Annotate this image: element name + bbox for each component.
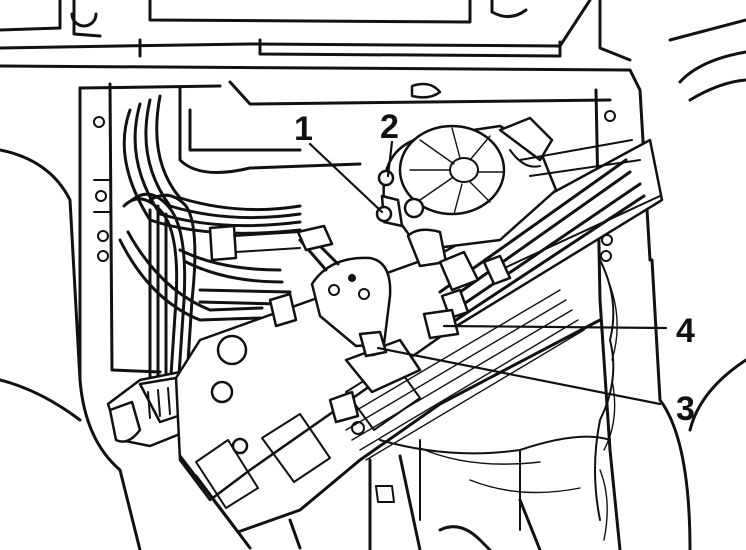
- fabric-lining: [379, 259, 618, 541]
- leader-1: [308, 142, 384, 214]
- control-cables: [438, 139, 661, 322]
- left-frame: [0, 82, 222, 550]
- callout-3-label: 3: [676, 390, 695, 428]
- leader-3: [376, 346, 662, 406]
- callout-labels: 1 2 3 4: [294, 108, 695, 428]
- fasteners: [358, 169, 460, 358]
- leader-lines: [308, 140, 668, 406]
- bottom-fixtures: [288, 454, 542, 550]
- fastener-2: [377, 169, 395, 187]
- callout-2-label: 2: [380, 108, 399, 146]
- callout-1-label: 1: [294, 110, 313, 148]
- leader-2: [386, 140, 394, 178]
- blower-fan: [380, 116, 558, 268]
- upper-cavity: [178, 80, 612, 174]
- wiring-harness: [118, 94, 302, 394]
- callout-4-label: 4: [676, 312, 695, 350]
- leader-4: [442, 324, 668, 330]
- cam-assembly: [296, 224, 392, 348]
